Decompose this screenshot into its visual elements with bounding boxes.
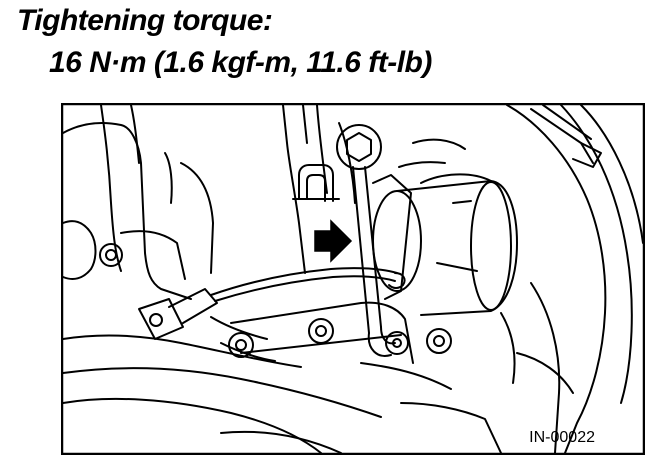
engine-block: [62, 104, 382, 454]
hose-clip: [292, 164, 340, 202]
engine-illustration-svg: IN-00022: [61, 103, 645, 455]
vertical-pipe: [282, 104, 356, 274]
figure-frame: [61, 103, 645, 455]
lower-components: [220, 312, 516, 454]
torque-title: Tightening torque:: [17, 4, 273, 37]
wire-harness: [168, 267, 406, 324]
engine-illustration: IN-00022: [61, 103, 645, 455]
torque-value: 16 N·m (1.6 kgf-m, 11.6 ft-lb): [49, 46, 432, 79]
figure-id-label: IN-00022: [529, 429, 595, 446]
mounting-bracket: [138, 298, 276, 362]
throttle-body: [372, 138, 518, 316]
arrow-right-icon: [314, 219, 353, 263]
right-housing: [506, 104, 644, 454]
support-plate: [230, 301, 452, 364]
